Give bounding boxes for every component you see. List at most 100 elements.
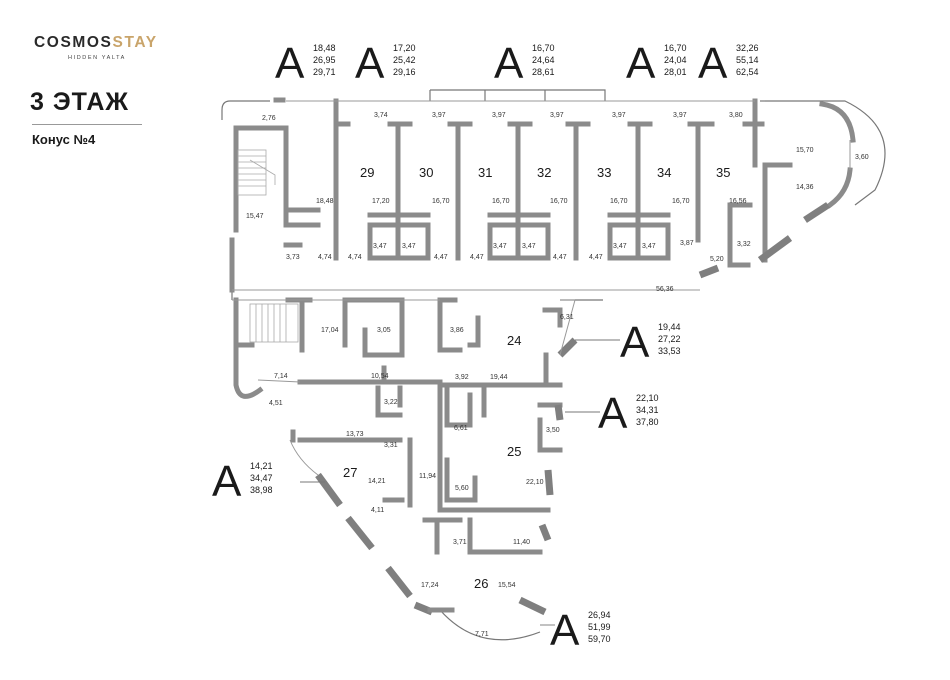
area-label: 16,70: [550, 198, 568, 205]
apartment-area-value: 34,31: [636, 405, 659, 415]
area-label: 4,47: [434, 254, 448, 261]
area-label: 4,47: [470, 254, 484, 261]
apartment-type-letter: А: [275, 39, 305, 88]
area-label: 4,47: [553, 254, 567, 261]
area-label: 3,97: [432, 112, 446, 119]
brand-header: COSMOSSTAY HIDDEN YALTA: [34, 34, 174, 61]
apartment-type-letter: А: [550, 606, 580, 655]
area-label: 3,32: [737, 241, 751, 248]
room-number: 35: [716, 165, 730, 180]
apartment-type-letter: А: [494, 39, 524, 88]
area-label: 19,44: [490, 374, 508, 381]
area-label: 3,97: [492, 112, 506, 119]
area-label: 3,47: [373, 243, 387, 250]
area-label: 56,36: [656, 286, 674, 293]
area-label: 3,47: [613, 243, 627, 250]
area-label: 3,47: [493, 243, 507, 250]
area-label: 16,70: [492, 198, 510, 205]
room-number: 34: [657, 165, 671, 180]
area-label: 5,20: [710, 256, 724, 263]
area-label: 4,11: [371, 507, 384, 514]
area-label: 14,36: [796, 184, 814, 191]
room-number: 24: [507, 333, 521, 348]
area-label: 3,97: [673, 112, 687, 119]
section-label: Конус №4: [32, 132, 96, 147]
area-label: 17,20: [372, 198, 390, 205]
area-label: 4,51: [269, 400, 283, 407]
area-label: 14,21: [368, 478, 386, 485]
area-label: 3,47: [642, 243, 656, 250]
area-label: 3,47: [522, 243, 536, 250]
apartment-area-value: 16,70: [664, 43, 687, 53]
room-number: 30: [419, 165, 433, 180]
apartment-type-letter: А: [698, 39, 728, 88]
area-label: 6,61: [454, 425, 468, 432]
apartment-type-letter: А: [626, 39, 656, 88]
room-number: 31: [478, 165, 492, 180]
area-label: 5,60: [455, 485, 469, 492]
room-number: 27: [343, 465, 357, 480]
area-label: 3,71: [453, 539, 467, 546]
apartment-area-value: 59,70: [588, 634, 611, 644]
apartment-area-value: 29,71: [313, 67, 336, 77]
apartment-area-value: 38,98: [250, 485, 273, 495]
apartment-area-value: 28,61: [532, 67, 555, 77]
area-label: 3,60: [855, 154, 869, 161]
apartment-area-value: 51,99: [588, 622, 611, 632]
area-label: 16,70: [672, 198, 690, 205]
area-label: 22,10: [526, 479, 544, 486]
area-label: 17,04: [321, 327, 339, 334]
area-label: 16,56: [729, 198, 747, 205]
area-label: 18,48: [316, 198, 334, 205]
apartment-type-letter: А: [620, 318, 650, 367]
leader-lines: [300, 339, 620, 626]
apartment-area-value: 33,53: [658, 346, 681, 356]
area-label: 17,24: [421, 582, 439, 589]
area-label: 4,74: [348, 254, 362, 261]
area-label: 15,70: [796, 147, 814, 154]
apartment-area-value: 62,54: [736, 67, 759, 77]
apartment-area-value: 55,14: [736, 55, 759, 65]
room-number: 33: [597, 165, 611, 180]
apartment-area-value: 14,21: [250, 461, 273, 471]
area-label: 3,97: [550, 112, 564, 119]
area-label: 2,76: [262, 115, 276, 122]
area-label: 3,22: [384, 399, 398, 406]
staircase-middle: [249, 303, 299, 343]
area-label: 3,05: [377, 327, 391, 334]
area-label: 4,74: [318, 254, 332, 261]
area-label: 6,31: [560, 314, 574, 321]
apartment-area-value: 19,44: [658, 322, 681, 332]
room-number: 25: [507, 444, 521, 459]
area-label: 3,92: [455, 374, 469, 381]
area-label: 15,54: [498, 582, 516, 589]
apartment-area-value: 26,94: [588, 610, 611, 620]
area-label: 10,54: [371, 373, 389, 380]
title-divider: [32, 124, 142, 125]
area-label: 13,73: [346, 431, 364, 438]
area-label: 11,40: [513, 539, 530, 546]
room-number: 32: [537, 165, 551, 180]
plan-outline: [221, 89, 886, 641]
area-label: 3,74: [374, 112, 388, 119]
apartment-area-value: 18,48: [313, 43, 336, 53]
area-label: 3,87: [680, 240, 694, 247]
apartment-area-value: 16,70: [532, 43, 555, 53]
apartment-type-letter: А: [355, 39, 385, 88]
apartment-area-value: 32,26: [736, 43, 759, 53]
apartment-area-value: 24,64: [532, 55, 555, 65]
apartment-type-letter: А: [598, 389, 628, 438]
apartment-area-value: 34,47: [250, 473, 273, 483]
walls: [229, 97, 856, 616]
area-label: 3,80: [729, 112, 743, 119]
apartment-area-value: 24,04: [664, 55, 687, 65]
area-label: 7,14: [274, 373, 288, 380]
detail-lines: [232, 100, 851, 476]
area-label: 4,47: [589, 254, 603, 261]
area-label: 7,71: [475, 631, 489, 638]
apartment-area-value: 37,80: [636, 417, 659, 427]
brand-tagline: HIDDEN YALTA: [68, 55, 126, 61]
